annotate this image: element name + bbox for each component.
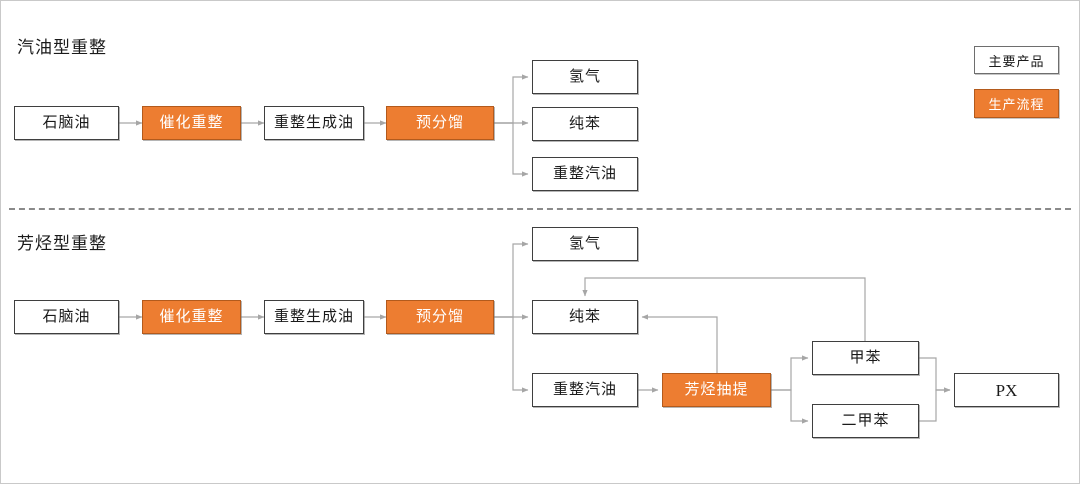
wire-xylene-to-px bbox=[919, 387, 951, 422]
node-naphtha-aromatics[interactable]: 石脑油 bbox=[14, 300, 119, 334]
node-reformate-aromatics[interactable]: 重整生成油 bbox=[264, 300, 364, 334]
wire-prefrac-to-gasoline bbox=[494, 122, 529, 177]
legend-product[interactable]: 主要产品 bbox=[974, 46, 1059, 74]
section-title-gasoline: 汽油型重整 bbox=[17, 38, 107, 57]
node-reformate-gasoline[interactable]: 重整生成油 bbox=[264, 106, 364, 140]
wire-extraction-to-benzene bbox=[641, 314, 718, 373]
node-hydrogen-aromatics[interactable]: 氢气 bbox=[532, 227, 638, 261]
wire-toluene-to-benzene-recycle bbox=[582, 277, 866, 341]
wire-extraction-to-xylene bbox=[771, 389, 809, 424]
node-hydrogen-gasoline[interactable]: 氢气 bbox=[532, 60, 638, 94]
wire-prefrac-to-hydrogen-2 bbox=[494, 241, 529, 318]
wire-prefrac-to-hydrogen bbox=[494, 74, 529, 124]
node-xylene[interactable]: 二甲苯 bbox=[812, 404, 919, 438]
node-benzene-gasoline[interactable]: 纯苯 bbox=[532, 107, 638, 141]
node-aromatics-extraction[interactable]: 芳烃抽提 bbox=[662, 373, 771, 407]
node-prefractionation-gasoline[interactable]: 预分馏 bbox=[386, 106, 494, 140]
section-divider bbox=[9, 208, 1071, 210]
node-prefractionation-aromatics[interactable]: 预分馏 bbox=[386, 300, 494, 334]
wire-toluene-to-px bbox=[919, 357, 951, 393]
node-px[interactable]: PX bbox=[954, 373, 1059, 407]
node-toluene[interactable]: 甲苯 bbox=[812, 341, 919, 375]
wire-extraction-to-toluene bbox=[771, 355, 809, 391]
node-reformed-gasoline-aromatics[interactable]: 重整汽油 bbox=[532, 373, 638, 407]
node-reformed-gasoline-gasoline[interactable]: 重整汽油 bbox=[532, 157, 638, 191]
wire-prefrac-to-gasoline-2 bbox=[494, 316, 529, 393]
node-naphtha-gasoline[interactable]: 石脑油 bbox=[14, 106, 119, 140]
node-catalytic-reforming-aromatics[interactable]: 催化重整 bbox=[142, 300, 241, 334]
section-title-aromatics: 芳烃型重整 bbox=[17, 234, 107, 253]
node-catalytic-reforming-gasoline[interactable]: 催化重整 bbox=[142, 106, 241, 140]
node-benzene-aromatics[interactable]: 纯苯 bbox=[532, 300, 638, 334]
legend-process[interactable]: 生产流程 bbox=[974, 89, 1059, 118]
